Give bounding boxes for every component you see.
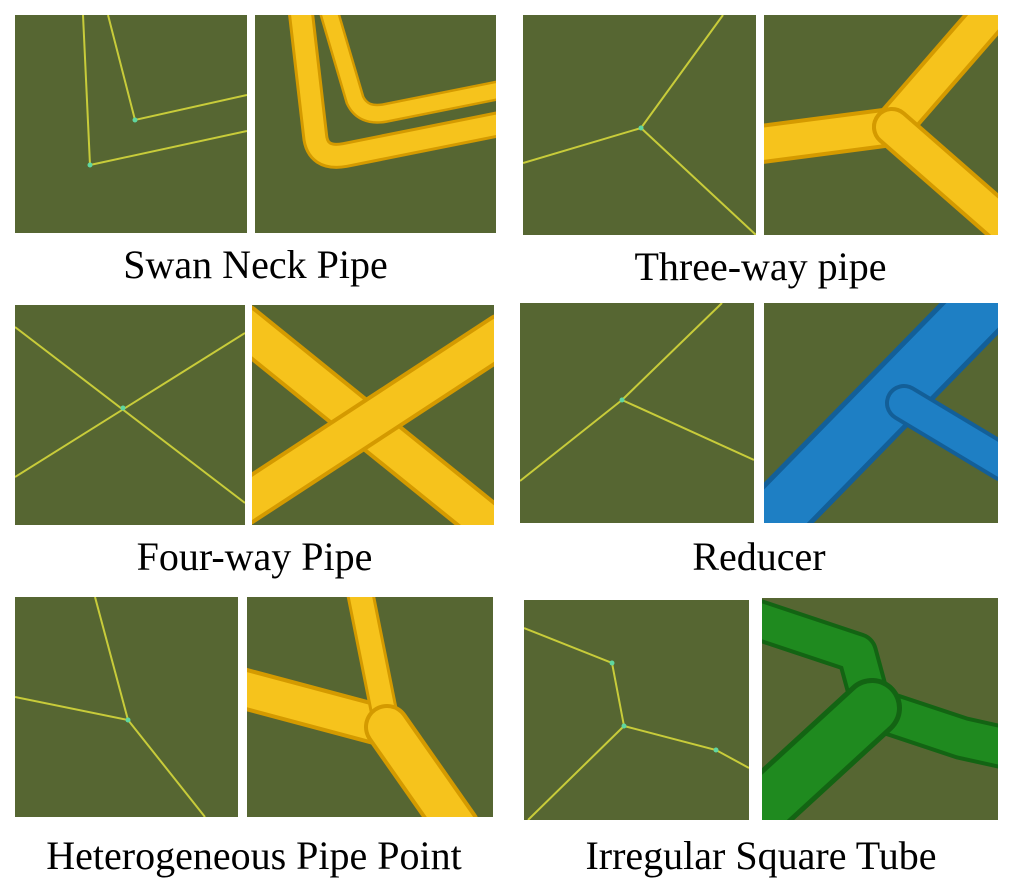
reducer-wireframe — [520, 303, 754, 482]
swan-neck-wireframe-panel — [15, 15, 247, 233]
reducer-wireframe-panel — [520, 303, 754, 523]
irregular-square-wireframe-panel — [524, 600, 749, 820]
heterogeneous-wireframe — [15, 597, 206, 817]
caption-reducer: Reducer — [692, 534, 826, 579]
caption-four-way-pipe: Four-way Pipe — [136, 534, 373, 579]
four-way-wireframe-panel — [15, 305, 245, 525]
irregular-square-wireframe — [524, 627, 749, 820]
swan-neck-3d-panel — [255, 15, 496, 233]
three-way-wireframe — [523, 15, 756, 235]
three-way-3d-render — [764, 15, 998, 235]
heterogeneous-3d-render — [247, 597, 478, 817]
swan-neck-wireframe — [82, 15, 247, 168]
reducer-3d-panel — [764, 303, 998, 523]
irregular-square-3d-panel — [762, 598, 998, 820]
three-way-3d-panel — [764, 15, 998, 235]
four-way-3d-panel — [252, 305, 494, 525]
heterogeneous-3d-panel — [247, 597, 493, 817]
three-way-wireframe-panel — [523, 15, 756, 235]
caption-swan-neck-pipe: Swan Neck Pipe — [123, 242, 388, 287]
caption-three-way-pipe: Three-way pipe — [634, 244, 887, 289]
irregular-square-3d-render — [762, 599, 998, 820]
four-way-3d-render — [252, 305, 494, 525]
swan-neck-3d-render — [288, 15, 496, 169]
heterogeneous-wireframe-panel — [15, 597, 238, 817]
caption-irregular-square-tube: Irregular Square Tube — [585, 833, 937, 878]
caption-heterogeneous-pipe-point: Heterogeneous Pipe Point — [46, 833, 462, 878]
four-way-wireframe — [15, 326, 245, 504]
reducer-3d-render — [764, 303, 998, 523]
